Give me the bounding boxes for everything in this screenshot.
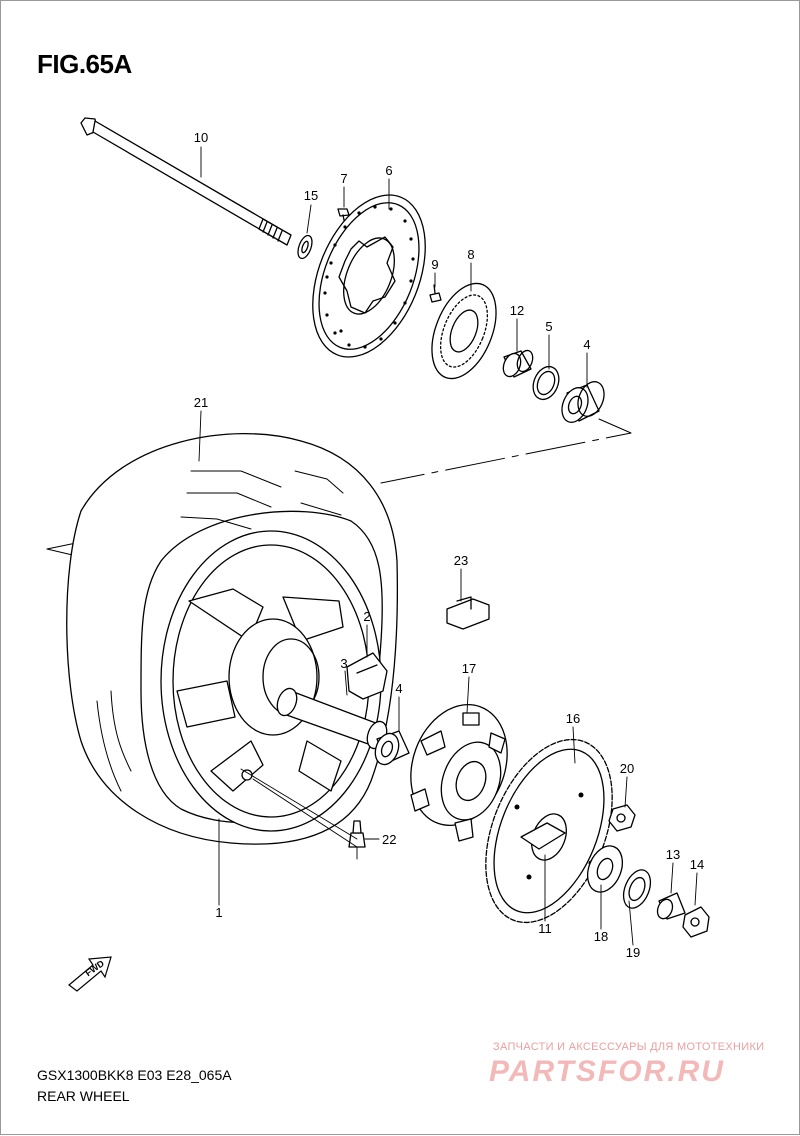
part-sensor-screw xyxy=(429,284,442,303)
leader-lines xyxy=(198,146,698,946)
part-damper xyxy=(346,652,388,700)
callout-18: 18 xyxy=(594,929,608,944)
callout-9: 9 xyxy=(431,257,438,272)
callout-22: 22 xyxy=(382,832,396,847)
watermark-tagline: ЗАПЧАСТИ И АКСЕССУАРЫ ДЛЯ МОТОТЕХНИКИ xyxy=(493,1041,765,1053)
figure-title: FIG.65A xyxy=(37,49,132,79)
part-sprocket-carrier xyxy=(410,704,508,842)
callout-3: 3 xyxy=(340,656,347,671)
part-sleeve xyxy=(276,687,388,750)
part-axle xyxy=(80,117,292,246)
callout-2: 2 xyxy=(363,609,370,624)
part-sprocket-spacer xyxy=(656,892,686,920)
model-code: GSX1300BKK8 E03 E28_065A xyxy=(37,1067,232,1083)
callout-8: 8 xyxy=(467,247,474,262)
callout-17: 17 xyxy=(462,661,476,676)
part-brake-disc xyxy=(312,194,426,358)
callout-10: 10 xyxy=(194,130,208,145)
part-sensor-rotor xyxy=(431,282,497,380)
callout-21: 21 xyxy=(194,395,208,410)
callout-4-lower: 4 xyxy=(395,681,402,696)
callout-12: 12 xyxy=(510,303,524,318)
watermark-logo: PARTSFOR.RU xyxy=(489,1055,725,1088)
callout-23: 23 xyxy=(454,553,468,568)
section-name: REAR WHEEL xyxy=(37,1088,130,1104)
callout-7: 7 xyxy=(340,171,347,186)
part-sprocket-nut xyxy=(608,804,636,832)
callout-5: 5 xyxy=(545,319,552,334)
part-bearing-upper xyxy=(561,381,605,423)
part-bearing-lower xyxy=(374,730,410,766)
callout-13: 13 xyxy=(666,847,680,862)
part-clip xyxy=(446,596,490,630)
callout-1: 1 xyxy=(215,905,222,920)
part-sprocket-bearing xyxy=(587,845,623,893)
part-spacer xyxy=(502,349,534,378)
callout-20: 20 xyxy=(620,761,634,776)
callout-15: 15 xyxy=(304,188,318,203)
part-oil-seal xyxy=(532,365,560,401)
part-axle-nut xyxy=(682,906,710,938)
callout-19: 19 xyxy=(626,945,640,960)
callout-14: 14 xyxy=(690,857,704,872)
callout-6: 6 xyxy=(385,163,392,178)
callout-16: 16 xyxy=(566,711,580,726)
part-washer xyxy=(297,234,313,260)
callout-4-upper: 4 xyxy=(583,337,590,352)
callout-numbers: 10 15 7 6 9 8 12 5 4 21 23 2 3 4 17 16 2… xyxy=(194,130,704,960)
forward-arrow-icon: FWD xyxy=(68,956,112,992)
part-sprocket-oil-seal xyxy=(622,869,652,909)
callout-11: 11 xyxy=(538,921,552,936)
